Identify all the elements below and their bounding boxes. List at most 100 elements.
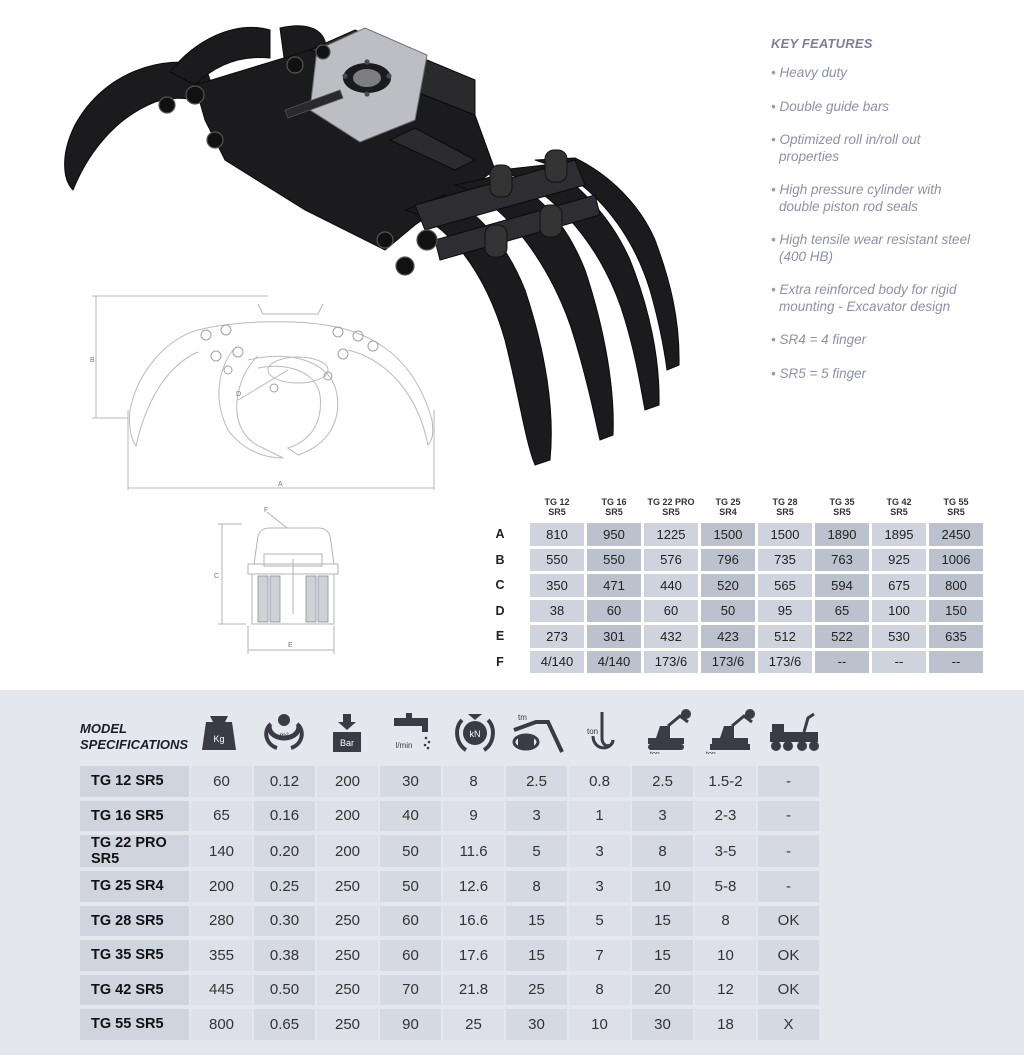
- dimension-cell: 440: [644, 574, 698, 597]
- spec-cell: OK: [758, 940, 819, 971]
- model-variant: SR5: [776, 507, 794, 517]
- dimension-cell: 350: [530, 574, 584, 597]
- dimension-cell: 1500: [758, 523, 812, 546]
- model-variant: SR5: [947, 507, 965, 517]
- dimension-cell: 471: [587, 574, 641, 597]
- load-hook-icon: ton: [587, 712, 615, 750]
- dimension-cell: 950: [587, 523, 641, 546]
- tracked-excavator-icon: ton: [706, 709, 755, 754]
- dimension-cell: 100: [872, 599, 926, 622]
- dimension-cell: 796: [701, 548, 755, 571]
- spec-cell: 30: [506, 1009, 567, 1040]
- spec-model-name: TG 42 SR5: [80, 974, 189, 1005]
- spec-cell: 2-3: [695, 800, 756, 831]
- dimension-cell: 60: [644, 599, 698, 622]
- spec-model-name: TG 12 SR5: [80, 766, 189, 797]
- spec-cell: 7: [569, 940, 630, 971]
- feature-item: Extra reinforced body for rigid mounting…: [771, 282, 971, 315]
- model-variant: SR5: [548, 507, 566, 517]
- dimension-cell: 1006: [929, 548, 983, 571]
- spec-model-name: TG 16 SR5: [80, 800, 189, 831]
- model-name: TG 42: [886, 497, 912, 507]
- flow-icon: l/min: [394, 713, 431, 750]
- spec-cell: 10: [632, 871, 693, 902]
- model-name: TG 25: [715, 497, 741, 507]
- dimension-cell: 60: [587, 599, 641, 622]
- spec-cell: 0.12: [254, 766, 315, 797]
- spec-model-name: TG 55 SR5: [80, 1009, 189, 1040]
- spec-cell: 25: [443, 1009, 504, 1040]
- dimension-cell: 50: [701, 599, 755, 622]
- spec-cell: 16.6: [443, 905, 504, 936]
- dim-label-c: C: [214, 573, 219, 580]
- spec-cell: 250: [317, 871, 378, 902]
- dimension-cell: 38: [530, 599, 584, 622]
- spec-model-name: TG 28 SR5: [80, 905, 189, 936]
- dimension-cell: 1895: [872, 523, 926, 546]
- model-name: TG 22 PRO: [647, 497, 695, 507]
- spec-cell: 2.5: [506, 766, 567, 797]
- key-features-list: Heavy dutyDouble guide barsOptimized rol…: [771, 65, 971, 382]
- weight-icon: Kg: [202, 716, 236, 750]
- spec-cell: 0.16: [254, 800, 315, 831]
- weight-unit: Kg: [213, 734, 224, 744]
- spec-cell: 5-8: [695, 871, 756, 902]
- feature-item: SR4 = 4 finger: [771, 332, 971, 349]
- spec-cell: 15: [632, 905, 693, 936]
- key-features: KEY FEATURES Heavy dutyDouble guide bars…: [771, 36, 971, 399]
- spec-cell: OK: [758, 905, 819, 936]
- dimension-cell: 800: [929, 574, 983, 597]
- spec-cell: 2.5: [632, 766, 693, 797]
- model-variant: SR4: [719, 507, 737, 517]
- wheeled-excavator-unit: ton: [650, 751, 660, 754]
- spec-cell: 30: [632, 1009, 693, 1040]
- spec-cell: 15: [506, 905, 567, 936]
- dimension-cell: 173/6: [758, 650, 812, 673]
- spec-cell: 800: [191, 1009, 252, 1040]
- model-variant: SR5: [662, 507, 680, 517]
- spec-cell: 280: [191, 905, 252, 936]
- front-technical-drawing: C E F: [214, 507, 339, 654]
- feature-item: SR5 = 5 finger: [771, 366, 971, 383]
- pressure-icon: Bar: [333, 714, 361, 752]
- feature-item: Heavy duty: [771, 65, 971, 82]
- dimension-cell: 735: [758, 548, 812, 571]
- dimension-cell: --: [929, 650, 983, 673]
- dimension-cell: 173/6: [644, 650, 698, 673]
- spec-cell: 21.8: [443, 974, 504, 1005]
- grab-area-unit: m²: [279, 731, 289, 740]
- spec-cell: 8: [695, 905, 756, 936]
- feature-item: Double guide bars: [771, 99, 971, 116]
- spec-cell: 0.38: [254, 940, 315, 971]
- spec-cell: -: [758, 871, 819, 902]
- dimension-cell: 520: [701, 574, 755, 597]
- dimension-cell: 65: [815, 599, 869, 622]
- spec-cell: 70: [380, 974, 441, 1005]
- rotator-torque-icon: tm: [512, 713, 564, 753]
- dimension-cell: 576: [644, 548, 698, 571]
- spec-cell: 11.6: [443, 835, 504, 867]
- spec-cell: -: [758, 835, 819, 867]
- spec-cell: 9: [443, 800, 504, 831]
- grapple-product-image: [64, 25, 680, 466]
- dim-label-f: F: [264, 507, 268, 514]
- dimension-cell: 2450: [929, 523, 983, 546]
- side-technical-drawing: B A D: [90, 295, 435, 490]
- rotator-torque-unit: tm: [518, 713, 527, 722]
- spec-cell: 0.25: [254, 871, 315, 902]
- dimension-cell: 530: [872, 625, 926, 648]
- spec-cell: 17.6: [443, 940, 504, 971]
- spec-cell: 0.50: [254, 974, 315, 1005]
- spec-cell: 200: [317, 835, 378, 867]
